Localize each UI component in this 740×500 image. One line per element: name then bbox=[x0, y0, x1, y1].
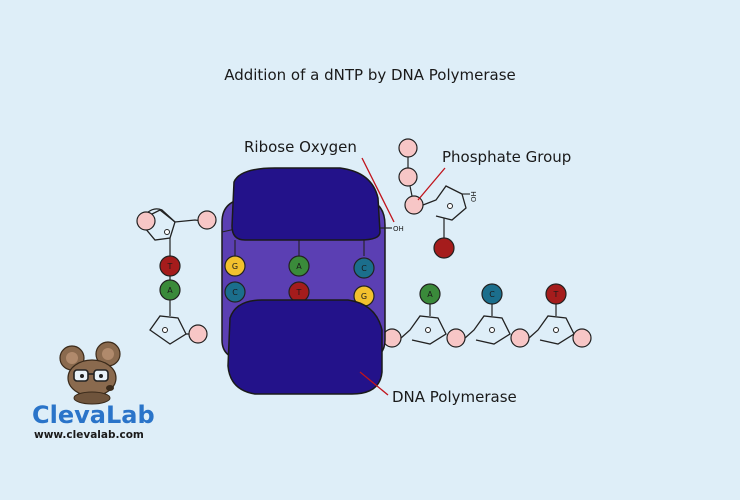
logo-name-part2: Lab bbox=[106, 401, 155, 429]
ribose-oxygen-pointer bbox=[361, 157, 395, 223]
phosphate-group-pointer bbox=[417, 167, 446, 201]
incoming-dntp: OH bbox=[398, 138, 478, 259]
bottom-sugar-oxygen bbox=[425, 327, 431, 333]
dntp-sugar-oxygen bbox=[447, 203, 453, 209]
base-letter: G bbox=[232, 262, 238, 271]
clevalab-logo: ClevaLab www.clevalab.com bbox=[32, 341, 155, 441]
ribose-oxygen-label: Ribose Oxygen bbox=[244, 138, 357, 156]
base-nucleotide: T bbox=[545, 283, 567, 305]
base-letter: A bbox=[427, 290, 433, 299]
dna-polymerase-label: DNA Polymerase bbox=[392, 388, 517, 406]
phosphate-link bbox=[409, 185, 413, 197]
oh-label: OH bbox=[393, 225, 404, 233]
base-nucleotide: A bbox=[288, 255, 310, 277]
base-circle bbox=[545, 283, 567, 305]
base-nucleotide: A bbox=[159, 279, 181, 301]
dna-polymerase: G A C C T G bbox=[221, 167, 386, 395]
dntp-sugar bbox=[422, 185, 467, 221]
base-letter: C bbox=[361, 264, 367, 273]
top-strand bbox=[136, 208, 217, 258]
dntp-oh-label: OH bbox=[470, 191, 478, 202]
bottom-phosphate bbox=[446, 328, 466, 348]
bottom-phosphate bbox=[188, 324, 208, 344]
bottom-sugar bbox=[400, 315, 447, 345]
base-letter: T bbox=[167, 262, 173, 271]
base-letter: T bbox=[296, 288, 302, 297]
base-circle bbox=[224, 281, 246, 303]
base-nucleotide: T bbox=[159, 255, 181, 277]
base-letter: G bbox=[361, 292, 367, 301]
base-letter: T bbox=[553, 290, 559, 299]
base-circle bbox=[419, 283, 441, 305]
svg-text:ClevaLab: ClevaLab bbox=[32, 401, 155, 429]
base-circle bbox=[481, 283, 503, 305]
bottom-phosphate bbox=[572, 328, 592, 348]
base-nucleotide: T bbox=[288, 281, 310, 303]
phosphate-circle bbox=[398, 167, 418, 187]
base-circle bbox=[288, 255, 310, 277]
phosphate-group-label: Phosphate Group bbox=[442, 148, 571, 166]
bottom-sugar bbox=[464, 315, 511, 345]
base-circle bbox=[353, 257, 375, 279]
polymerase-top-lobe bbox=[231, 167, 381, 241]
bottom-phosphate bbox=[510, 328, 530, 348]
polymerase-bottom-lobe bbox=[227, 299, 383, 395]
base-nucleotide: C bbox=[353, 257, 375, 279]
bottom-sugar-oxygen bbox=[162, 327, 168, 333]
bottom-strand bbox=[149, 302, 592, 348]
base-letter: C bbox=[232, 288, 238, 297]
bottom-sugar bbox=[149, 315, 187, 345]
base-letter: A bbox=[296, 262, 302, 271]
dna-polymerase-pointer bbox=[359, 371, 389, 396]
bottom-sugar-oxygen bbox=[489, 327, 495, 333]
base-nucleotide: A bbox=[419, 283, 441, 305]
dntp-base-circle bbox=[433, 237, 455, 259]
bottom-sugar bbox=[528, 315, 575, 345]
phosphate-circle bbox=[398, 138, 418, 158]
base-letter: C bbox=[489, 290, 495, 299]
logo-name-part1: Cleva bbox=[32, 401, 106, 429]
top-sugar-oxygen bbox=[164, 229, 170, 235]
base-nucleotide: C bbox=[224, 281, 246, 303]
base-circle bbox=[224, 255, 246, 277]
base-letter: A bbox=[167, 286, 173, 295]
top-phosphate bbox=[197, 210, 217, 230]
phosphate-circle bbox=[404, 195, 424, 215]
logo-url: www.clevalab.com bbox=[34, 429, 144, 441]
top-phosphate bbox=[136, 211, 156, 231]
base-nucleotide: G bbox=[224, 255, 246, 277]
diagram-title: Addition of a dNTP by DNA Polymerase bbox=[224, 66, 516, 84]
mouse-mascot-icon bbox=[59, 341, 121, 405]
base-nucleotide: C bbox=[481, 283, 503, 305]
bottom-sugar-oxygen bbox=[553, 327, 559, 333]
